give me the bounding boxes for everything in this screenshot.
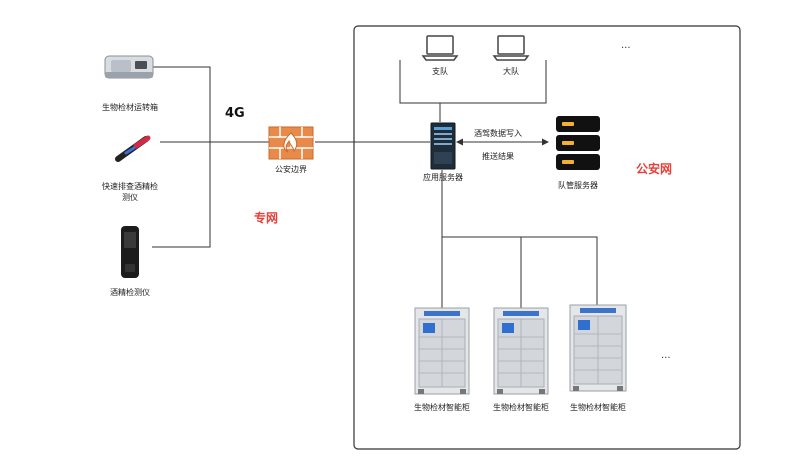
write-data-label: 酒驾数据写入 xyxy=(474,129,522,138)
4g-label: 4G xyxy=(225,106,245,121)
app-server-icon xyxy=(430,122,456,170)
laptop-label-brigade: 大队 xyxy=(503,67,519,76)
team-server-icon xyxy=(556,116,600,170)
private-network-label: 专网 xyxy=(254,211,279,225)
cabinet-label-3: 生物检材智能柜 xyxy=(570,403,626,412)
laptop-label-detachment: 支队 xyxy=(432,67,448,76)
smart-cabinet-icon-3 xyxy=(569,304,627,392)
transport-box-icon xyxy=(104,55,154,79)
cabinet-bus-line xyxy=(441,170,598,310)
cabinet-label-1: 生物检材智能柜 xyxy=(414,403,470,412)
smart-cabinet-icon-2 xyxy=(493,307,549,395)
public-network-boundary xyxy=(353,25,741,450)
cabinet-label-2: 生物检材智能柜 xyxy=(493,403,549,412)
team-server-label: 队管服务器 xyxy=(558,181,598,190)
screening-tester-icon xyxy=(115,135,151,162)
smart-cabinet-icon-1 xyxy=(414,307,470,395)
laptop-icon-detachment xyxy=(421,35,459,61)
firewall-icon xyxy=(268,126,314,160)
public-security-network-label: 公安网 xyxy=(636,162,673,176)
screening-tester-label-1: 快速排查酒精检 xyxy=(102,182,158,191)
laptop-bus-line xyxy=(399,60,547,122)
push-result-label: 推送结果 xyxy=(482,152,514,161)
transport-box-label: 生物检材运转箱 xyxy=(102,103,158,112)
app-server-label: 应用服务器 xyxy=(423,173,463,182)
police-border-label: 公安边界 xyxy=(275,165,307,174)
laptop-icon-brigade xyxy=(492,35,530,61)
4g-network-badge: 4G xyxy=(225,106,245,121)
device-link-lines xyxy=(152,66,270,248)
laptops-more-indicator: ... xyxy=(621,40,631,51)
cabinets-more-indicator: ... xyxy=(661,350,671,361)
screening-tester-label-2: 测仪 xyxy=(122,193,138,202)
breathalyzer-label: 酒精检测仪 xyxy=(110,288,150,297)
breathalyzer-icon xyxy=(121,226,139,278)
